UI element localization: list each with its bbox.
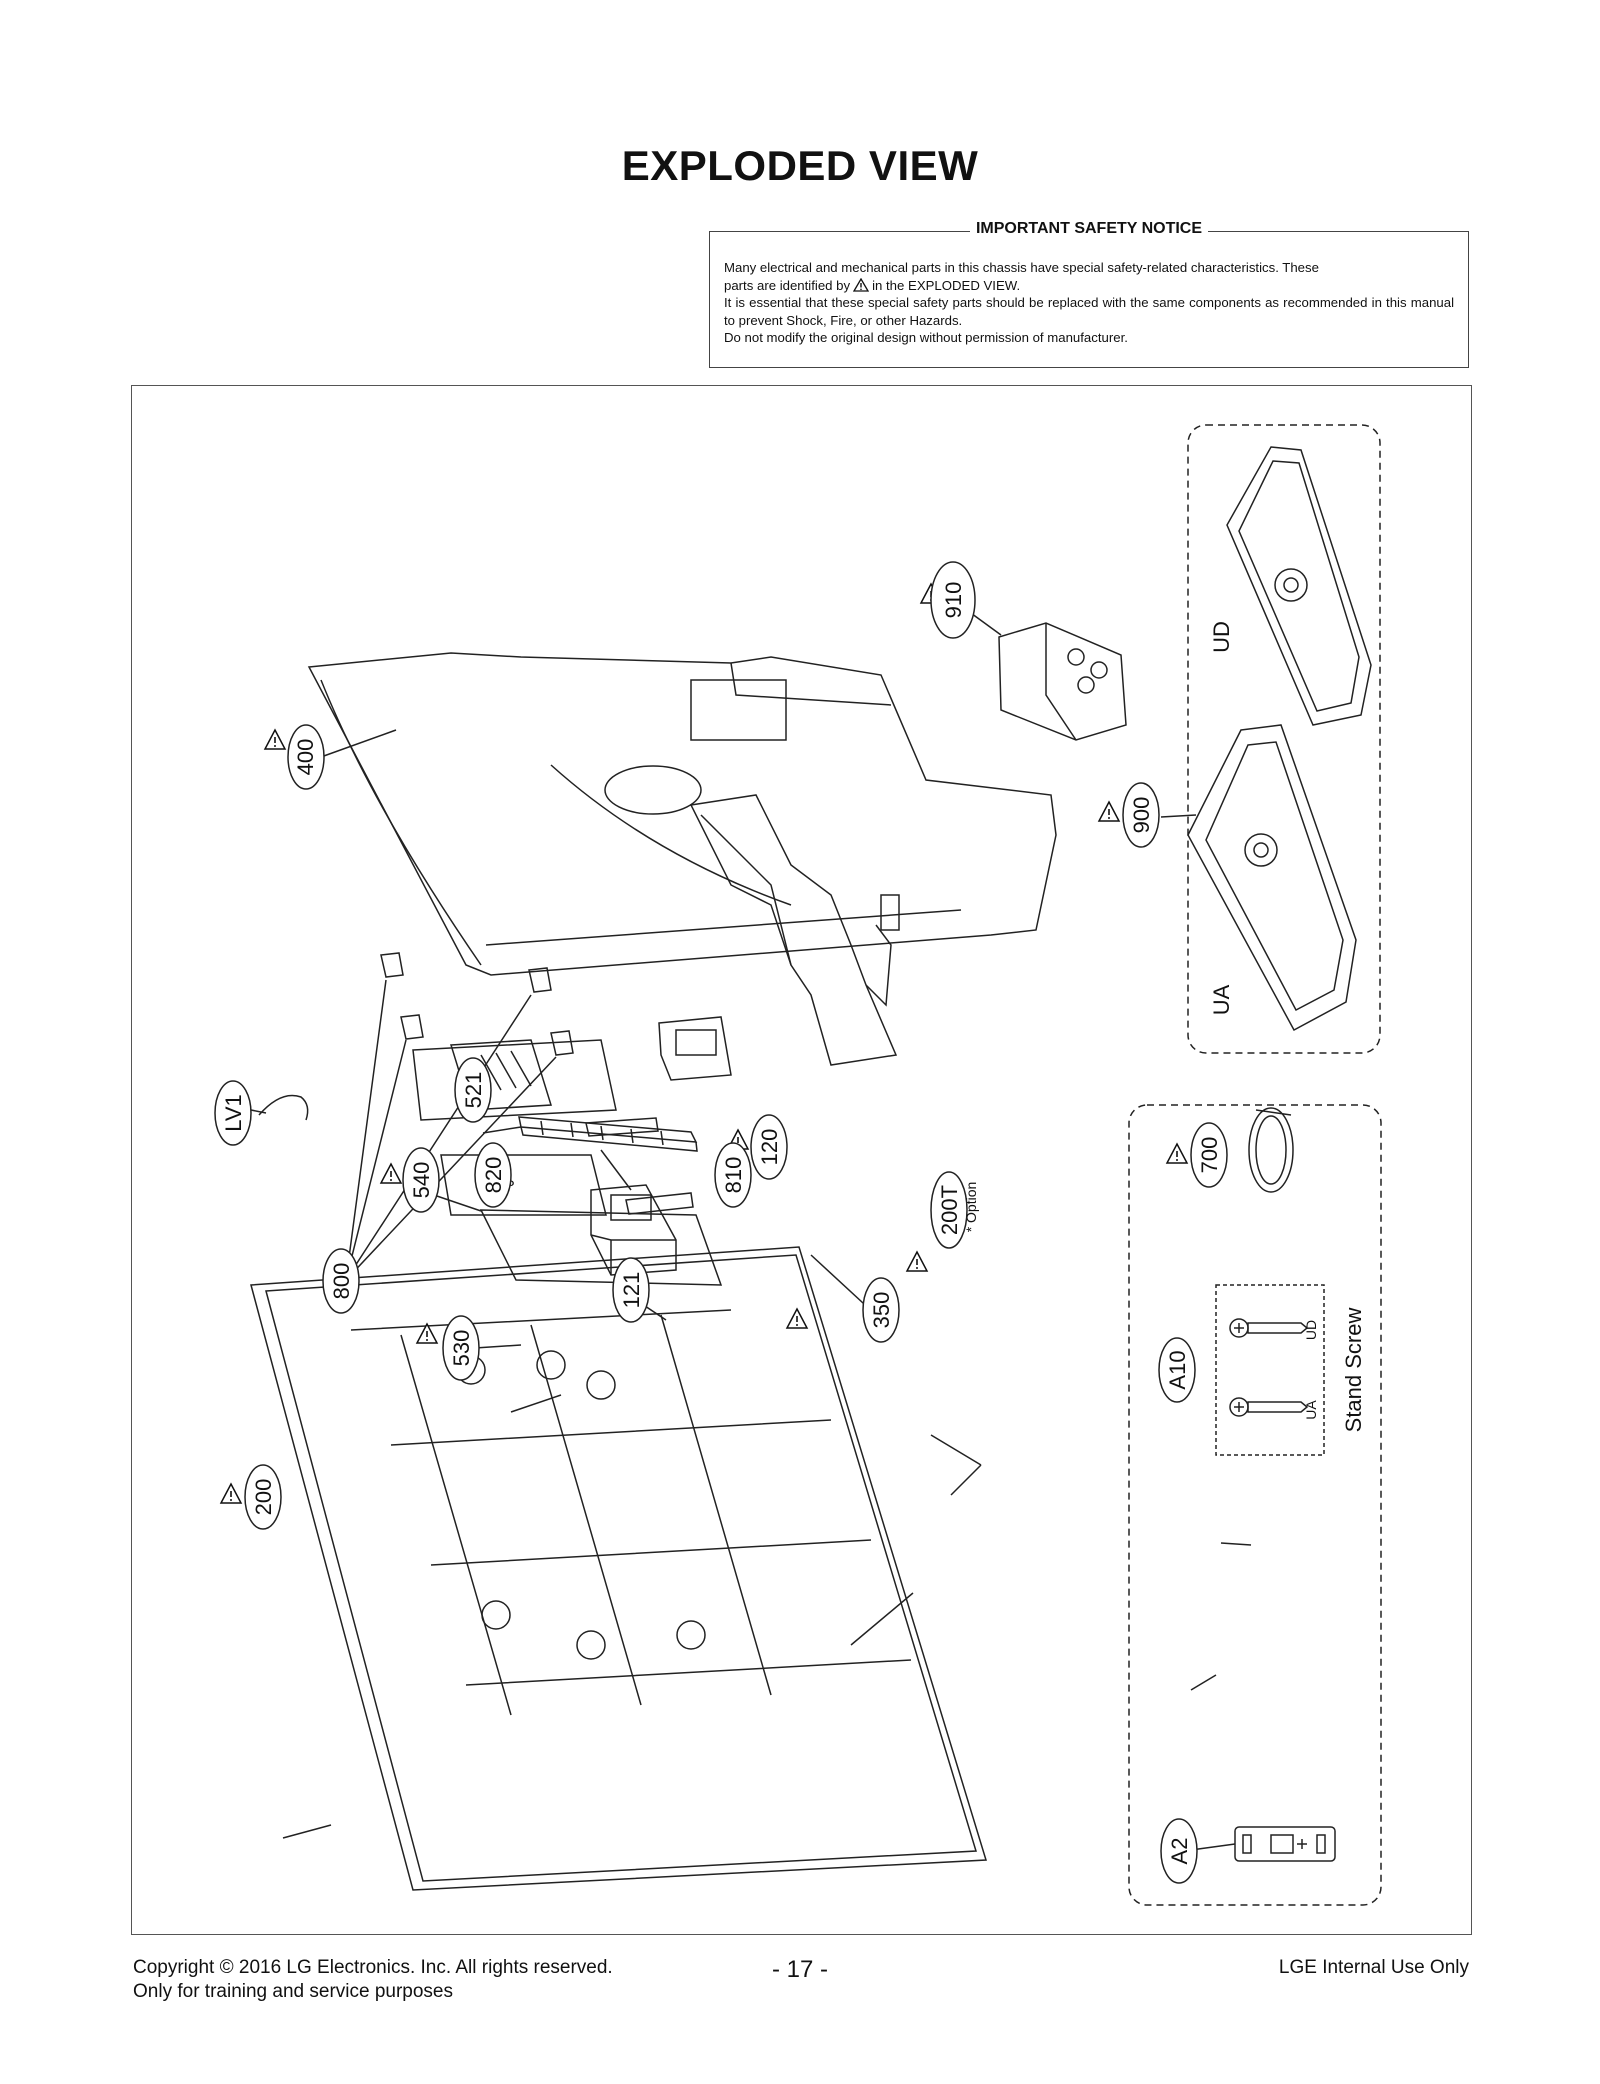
callout-900: 900 (1098, 782, 1160, 848)
svg-text:820: 820 (481, 1157, 506, 1194)
purpose-text: Only for training and service purposes (133, 1981, 453, 2002)
svg-text:200: 200 (251, 1479, 276, 1516)
svg-text:900: 900 (1129, 797, 1154, 834)
callout-400: 400 (264, 724, 325, 790)
callout-121: 121 (612, 1257, 808, 1329)
svg-text:LV1: LV1 (221, 1094, 246, 1132)
svg-text:120: 120 (757, 1129, 782, 1166)
brackets-810 (585, 1117, 694, 1215)
leader-530 (474, 1344, 522, 1349)
svg-text:700: 700 (1197, 1137, 1222, 1174)
back-cover-400 (307, 652, 1057, 976)
leader-a10 (1190, 1674, 1217, 1691)
callout-910: 910 (920, 561, 976, 639)
notice-line-4: Do not modify the original design withou… (724, 330, 1128, 346)
callout-a2: A2 (1160, 1818, 1198, 1884)
svg-text:800: 800 (329, 1263, 354, 1300)
board-540 (479, 1209, 723, 1286)
footer-left: Copyright © 2016 LG Electronics. Inc. Al… (133, 1956, 613, 2004)
callout-521: 521 (454, 1057, 492, 1123)
label-ud: UD (1209, 621, 1234, 653)
svg-text:A10: A10 (1165, 1350, 1190, 1389)
svg-text:A2: A2 (1167, 1838, 1192, 1865)
cable-lv1 (250, 1094, 309, 1121)
notice-line-1: Many electrical and mechanical parts in … (724, 260, 1319, 275)
svg-text:200T: 200T (937, 1185, 962, 1235)
safety-notice-text: Many electrical and mechanical parts in … (724, 259, 1454, 347)
stand-frame-350 (689, 794, 900, 1066)
leader-a2 (1190, 1843, 1236, 1851)
label-stand-screw: Stand Screw (1341, 1308, 1366, 1433)
leader-400 (320, 729, 397, 758)
part-a2 (1234, 1826, 1336, 1862)
leader-900 (1160, 814, 1197, 818)
leader-120 (600, 1149, 632, 1191)
callout-820: 820 (474, 1142, 512, 1208)
page-number: - 17 - (771, 1956, 828, 1983)
screw-ud (1229, 1318, 1309, 1338)
svg-text:810: 810 (721, 1157, 746, 1194)
leader-820 (510, 1394, 562, 1413)
label-screw-ua: UA (1303, 1400, 1319, 1420)
callout-700: 700 (1166, 1122, 1228, 1188)
safety-notice-box: IMPORTANT SAFETY NOTICE Many electrical … (709, 220, 1469, 368)
internal-use-text: LGE Internal Use Only (1278, 1957, 1469, 1978)
callout-a10: A10 (1158, 1337, 1196, 1403)
speaker-120 (590, 1184, 677, 1276)
copyright-text: Copyright © 2016 LG Electronics. Inc. Al… (133, 1957, 613, 1978)
leader-521 (482, 1126, 522, 1134)
page-title: EXPLODED VIEW (621, 142, 979, 189)
clips-800 (380, 952, 574, 1056)
diagram-frame (131, 385, 1472, 1935)
bar-521 (518, 1116, 698, 1152)
safety-notice-title: IMPORTANT SAFETY NOTICE (969, 220, 1209, 237)
svg-text:521: 521 (461, 1072, 486, 1109)
stand-screw-box (1215, 1284, 1325, 1456)
callout-800: 800 (322, 1248, 360, 1314)
display-panel-200 (250, 1246, 987, 1891)
callout-530: 530 (416, 1315, 480, 1381)
svg-text:910: 910 (941, 582, 966, 619)
label-ua: UA (1209, 984, 1234, 1015)
power-board-530 (412, 1039, 617, 1121)
notice-line-3: It is essential that these special safet… (724, 295, 1454, 328)
cable-700 (1248, 1107, 1294, 1193)
stand-neck-910 (998, 622, 1127, 741)
leader-700 (1220, 1542, 1252, 1546)
callout-200: 200 (220, 1464, 282, 1530)
leader-200 (282, 1824, 332, 1839)
stand-options-box (1187, 424, 1381, 1054)
stand-base-ud (1226, 446, 1372, 726)
svg-text:121: 121 (619, 1272, 644, 1309)
callout-120: 120 (727, 1114, 788, 1180)
svg-text:* Option: * Option (963, 1182, 979, 1233)
speaker-121 (658, 1016, 732, 1081)
stand-base-ua (1187, 724, 1357, 1032)
callout-200t: 200T * Option (906, 1171, 979, 1272)
label-screw-ud: UD (1303, 1320, 1319, 1340)
svg-text:530: 530 (449, 1330, 474, 1367)
screw-ua (1229, 1397, 1309, 1417)
svg-text:540: 540 (409, 1162, 434, 1199)
callout-810: 810 (714, 1142, 752, 1208)
svg-text:400: 400 (293, 739, 318, 776)
leader-200t (850, 1592, 914, 1646)
callout-350: 350 (862, 1277, 900, 1343)
callout-540: 540 (380, 1147, 440, 1213)
exploded-view-diagram: TOP (214, 424, 1382, 1906)
leader-810 (930, 1434, 982, 1496)
accessories-box (1128, 1104, 1382, 1906)
warning-triangle-icon (853, 277, 870, 292)
callout-lv1: LV1 (214, 1080, 252, 1146)
svg-text:350: 350 (869, 1292, 894, 1329)
leader-800 (345, 979, 557, 1281)
